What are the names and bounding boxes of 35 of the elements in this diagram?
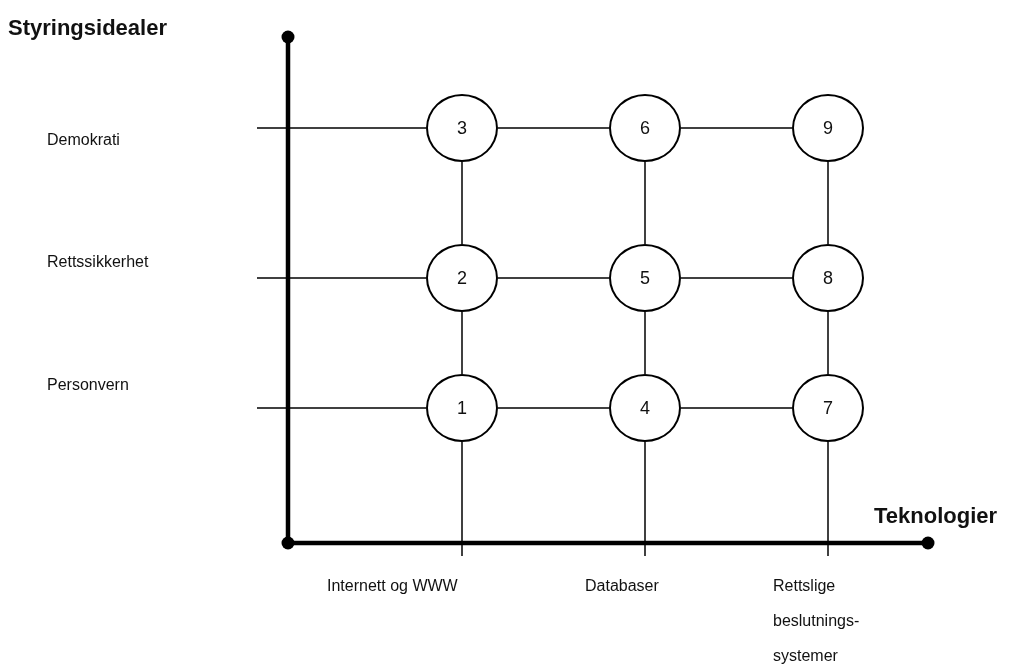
numbered-circle	[426, 374, 498, 442]
connector-line	[461, 441, 463, 557]
column-label: Internett og WWW	[327, 576, 458, 596]
column-label: Databaser	[585, 576, 659, 596]
row-label: Demokrati	[47, 130, 120, 150]
connector-line	[497, 407, 610, 409]
column-label: Rettslige beslutnings- systemer	[773, 576, 861, 666]
connector-line	[497, 127, 610, 129]
connector-line	[644, 311, 646, 375]
connector-line	[827, 441, 829, 557]
x-axis-title: Teknologier	[874, 502, 998, 530]
connector-line	[827, 161, 829, 245]
numbered-circle	[792, 94, 864, 162]
connector-line	[256, 407, 427, 409]
numbered-circle	[792, 244, 864, 312]
connector-line	[644, 161, 646, 245]
row-label: Rettssikkerhet	[47, 252, 149, 272]
numbered-circle	[426, 244, 498, 312]
row-label: Personvern	[47, 375, 129, 395]
numbered-circle	[609, 244, 681, 312]
connector-line	[680, 127, 793, 129]
numbered-circle	[792, 374, 864, 442]
connector-line	[827, 311, 829, 375]
numbered-circle	[426, 94, 498, 162]
connector-line	[461, 161, 463, 245]
connector-line	[256, 127, 427, 129]
connector-line	[497, 277, 610, 279]
y-axis-title: Styringsidealer	[8, 14, 167, 42]
connector-line	[680, 277, 793, 279]
numbered-circle	[609, 374, 681, 442]
numbered-circle	[609, 94, 681, 162]
connector-line	[644, 441, 646, 557]
connector-line	[461, 311, 463, 375]
connector-line	[680, 407, 793, 409]
connector-line	[256, 277, 427, 279]
